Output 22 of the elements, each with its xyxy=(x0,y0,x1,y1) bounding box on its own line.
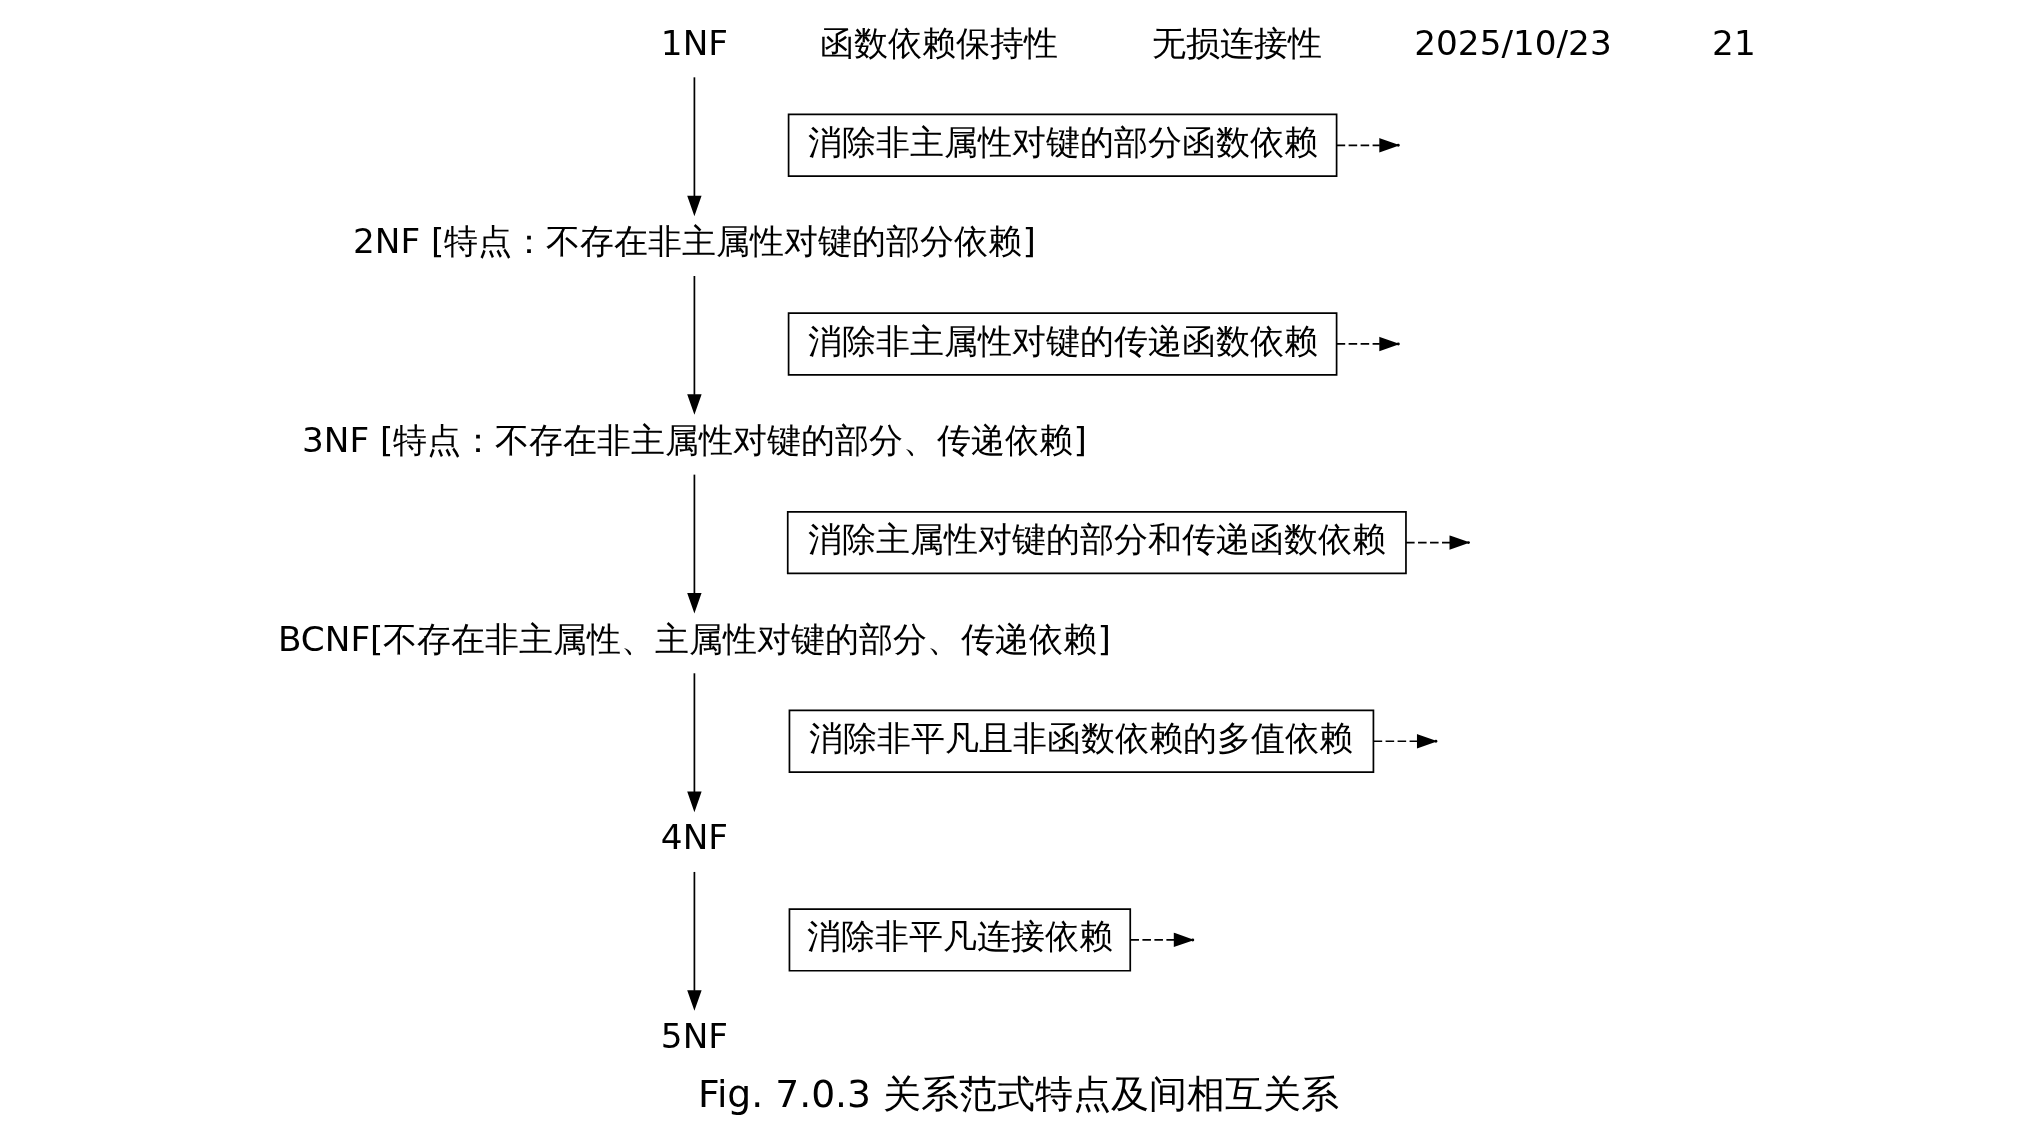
arrow xyxy=(687,275,702,415)
node-text: BCNF[不存在非主属性、主属性对键的部分、传递依赖] xyxy=(277,618,1111,659)
node-box: 消除非主属性对键的传递函数依赖 xyxy=(787,312,1338,376)
arrow xyxy=(687,871,702,1011)
node-text: 1NF xyxy=(660,22,728,63)
node-box: 消除非主属性对键的部分函数依赖 xyxy=(787,113,1338,177)
label: 21 xyxy=(1712,22,1756,63)
label: 2025/10/23 xyxy=(1414,22,1612,63)
arrow xyxy=(687,473,702,614)
node-text: 4NF xyxy=(660,817,728,858)
node-text: 3NF [特点：不存在非主属性对键的部分、传递依赖] xyxy=(302,419,1087,460)
node-box: 消除非平凡连接依赖 xyxy=(788,908,1132,972)
node-text: 2NF [特点：不存在非主属性对键的部分依赖] xyxy=(353,221,1036,262)
arrow xyxy=(687,76,702,217)
node-box: 消除非平凡且非函数依赖的多值依赖 xyxy=(788,709,1375,773)
label: 无损连接性 xyxy=(1152,22,1323,63)
node-text: 5NF xyxy=(660,1015,728,1056)
arrow xyxy=(687,672,702,813)
arrow xyxy=(1405,535,1471,550)
caption: Fig. 7.0.3 关系范式特点及间相互关系 xyxy=(697,1072,1340,1117)
label: 函数依赖保持性 xyxy=(820,22,1059,63)
node-box: 消除主属性对键的部分和传递函数依赖 xyxy=(786,510,1407,575)
